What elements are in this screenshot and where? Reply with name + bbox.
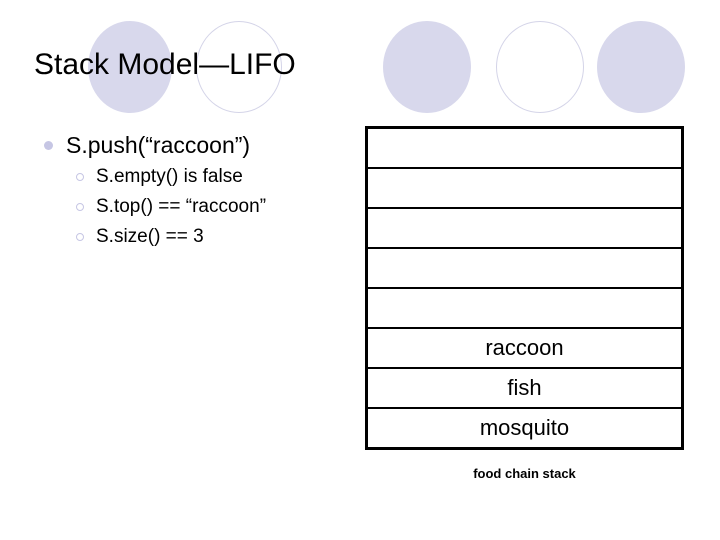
bullet-item-empty: S.empty() is false [76, 165, 354, 188]
slide-title: Stack Model—LIFO [34, 48, 296, 81]
stack-cell-raccoon: raccoon [366, 327, 683, 369]
stack-row [366, 287, 683, 329]
stack-cell [366, 247, 683, 289]
stack-cell [366, 127, 683, 169]
stack-diagram-caption: food chain stack [473, 466, 576, 481]
stack-row [366, 127, 683, 169]
stack-row [366, 247, 683, 289]
bullet-circle-icon [76, 203, 84, 211]
bullet-item-size: S.size() == 3 [76, 225, 354, 248]
bullet-disc-icon [44, 141, 53, 150]
bullet-list: S.push(“raccoon”) S.empty() is false S.t… [44, 132, 354, 255]
decorative-circle-filled-2 [383, 21, 471, 113]
stack-row: fish [366, 367, 683, 409]
stack-row [366, 167, 683, 209]
stack-cell-mosquito: mosquito [366, 407, 683, 449]
stack-row: mosquito [366, 407, 683, 449]
decorative-circle-outline-2 [496, 21, 584, 113]
decorative-circle-filled-3 [597, 21, 685, 113]
bullet-label-top: S.top() == “raccoon” [96, 196, 267, 217]
stack-row [366, 207, 683, 249]
bullet-label-push: S.push(“raccoon”) [66, 132, 251, 158]
stack-cell [366, 287, 683, 329]
stack-table-body: raccoon fish mosquito [366, 127, 683, 449]
bullet-label-size: S.size() == 3 [96, 226, 204, 247]
stack-cell [366, 167, 683, 209]
stack-diagram: raccoon fish mosquito food chain stack [365, 126, 684, 481]
bullet-label-empty: S.empty() is false [96, 166, 243, 187]
bullet-item-top: S.top() == “raccoon” [76, 195, 354, 218]
stack-cell [366, 207, 683, 249]
bullet-item-push: S.push(“raccoon”) [44, 132, 354, 159]
bullet-circle-icon [76, 233, 84, 241]
stack-row: raccoon [366, 327, 683, 369]
stack-table: raccoon fish mosquito [365, 126, 684, 450]
stack-cell-fish: fish [366, 367, 683, 409]
bullet-circle-icon [76, 173, 84, 181]
